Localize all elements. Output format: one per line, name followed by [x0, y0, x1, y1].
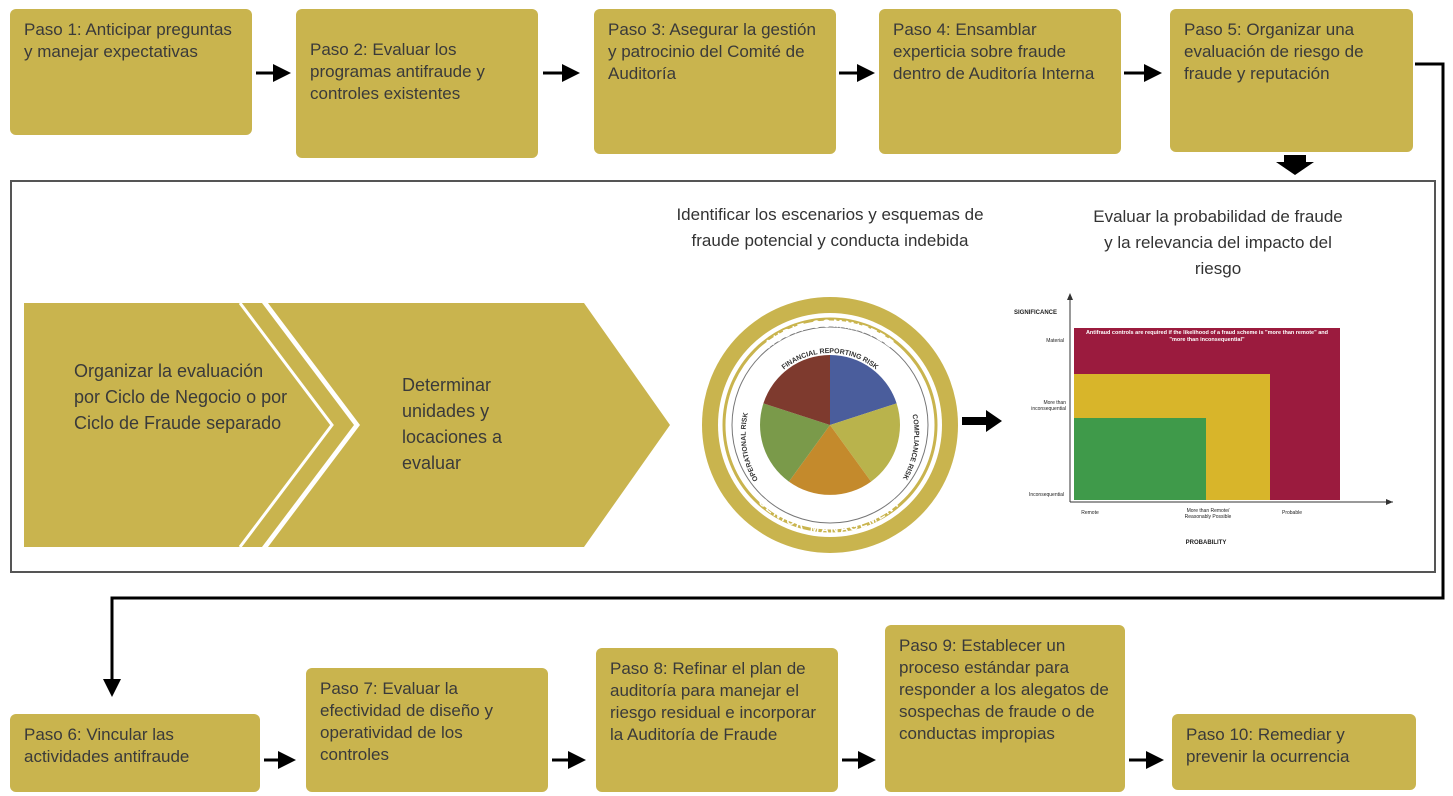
step-5-box: Paso 5: Organizar una evaluación de ries… [1170, 9, 1413, 152]
step-8-text: Paso 8: Refinar el plan de auditoría par… [610, 659, 816, 744]
heading-probability: Evaluar la probabilidad de fraude y la r… [1093, 207, 1343, 278]
step-3-text: Paso 3: Asegurar la gestión y patrocinio… [608, 20, 816, 83]
chevron-1-shape [24, 303, 354, 547]
step-10-box: Paso 10: Remediar y prevenir la ocurrenc… [1172, 714, 1416, 790]
step-9-text: Paso 9: Establecer un proceso estándar p… [899, 636, 1109, 743]
x-tick-remote: Remote [1081, 510, 1099, 516]
step-1-text: Paso 1: Anticipar preguntas y manejar ex… [24, 20, 232, 61]
step-2-box: Paso 2: Evaluar los programas antifraude… [296, 9, 538, 158]
y-tick-inconsequential: Inconsequential [1029, 492, 1064, 498]
assessment-panel [10, 180, 1436, 573]
step-6-text: Paso 6: Vincular las actividades antifra… [24, 725, 190, 766]
slice-green [760, 403, 830, 482]
chevron-divider [238, 303, 334, 547]
step-3-box: Paso 3: Asegurar la gestión y patrocinio… [594, 9, 836, 154]
chevron-2-text: Determinar unidades y locaciones a evalu… [402, 375, 503, 473]
wheel-thin-ring [731, 326, 929, 524]
matrix-xlabel: PROBABILITY [1186, 540, 1227, 546]
matrix-note: Antifraud controls are required if the l… [1085, 330, 1329, 343]
step-2-text: Paso 2: Evaluar los programas antifraude… [310, 40, 485, 103]
slice-blue [830, 355, 897, 425]
arrow-5-6-loop [103, 62, 1445, 697]
chevron-1-text: Organizar la evaluación por Ciclo de Neg… [74, 361, 288, 433]
chevron-2-shape [268, 303, 670, 547]
x-tick-probable: Probable [1282, 510, 1302, 516]
x-tick-more-remote: More than Remote/ Reasonably Possible [1184, 508, 1232, 520]
matrix-ylabel: SIGNIFICANCE [1014, 310, 1057, 316]
step-8-box: Paso 8: Refinar el plan de auditoría par… [596, 648, 838, 792]
step-5-text: Paso 5: Organizar una evaluación de ries… [1184, 20, 1364, 83]
slice-olive [830, 403, 900, 482]
y-tick-more: More than inconsequential [1031, 400, 1066, 412]
arrow-wheel-matrix [962, 410, 1002, 432]
heading-scenarios: Identificar los escenarios y esquemas de… [676, 205, 984, 250]
risk-matrix: SIGNIFICANCE Antifraud controls are requ… [1014, 293, 1393, 546]
step-7-text: Paso 7: Evaluar la efectividad de diseño… [320, 679, 493, 764]
step-10-text: Paso 10: Remediar y prevenir la ocurrenc… [1186, 725, 1350, 766]
slice-maroon [763, 355, 830, 425]
zone-green [1074, 418, 1206, 500]
wheel-slices [760, 355, 900, 495]
chevron-process [24, 303, 670, 547]
step-9-box: Paso 9: Establecer un proceso estándar p… [885, 625, 1125, 792]
step-1-box: Paso 1: Anticipar preguntas y manejar ex… [10, 9, 252, 135]
slice-orange [788, 425, 872, 495]
step-6-box: Paso 6: Vincular las actividades antifra… [10, 714, 260, 792]
y-tick-material: Material [1046, 338, 1064, 344]
step-7-box: Paso 7: Evaluar la efectividad de diseño… [306, 668, 548, 792]
step-4-text: Paso 4: Ensamblar experticia sobre fraud… [893, 20, 1095, 83]
step-4-box: Paso 4: Ensamblar experticia sobre fraud… [879, 9, 1121, 154]
arrow-5-panel [1276, 155, 1314, 175]
risk-wheel: AUDIT COMMITTEE SENIOR MANAGEMENT FINANC… [702, 297, 958, 553]
